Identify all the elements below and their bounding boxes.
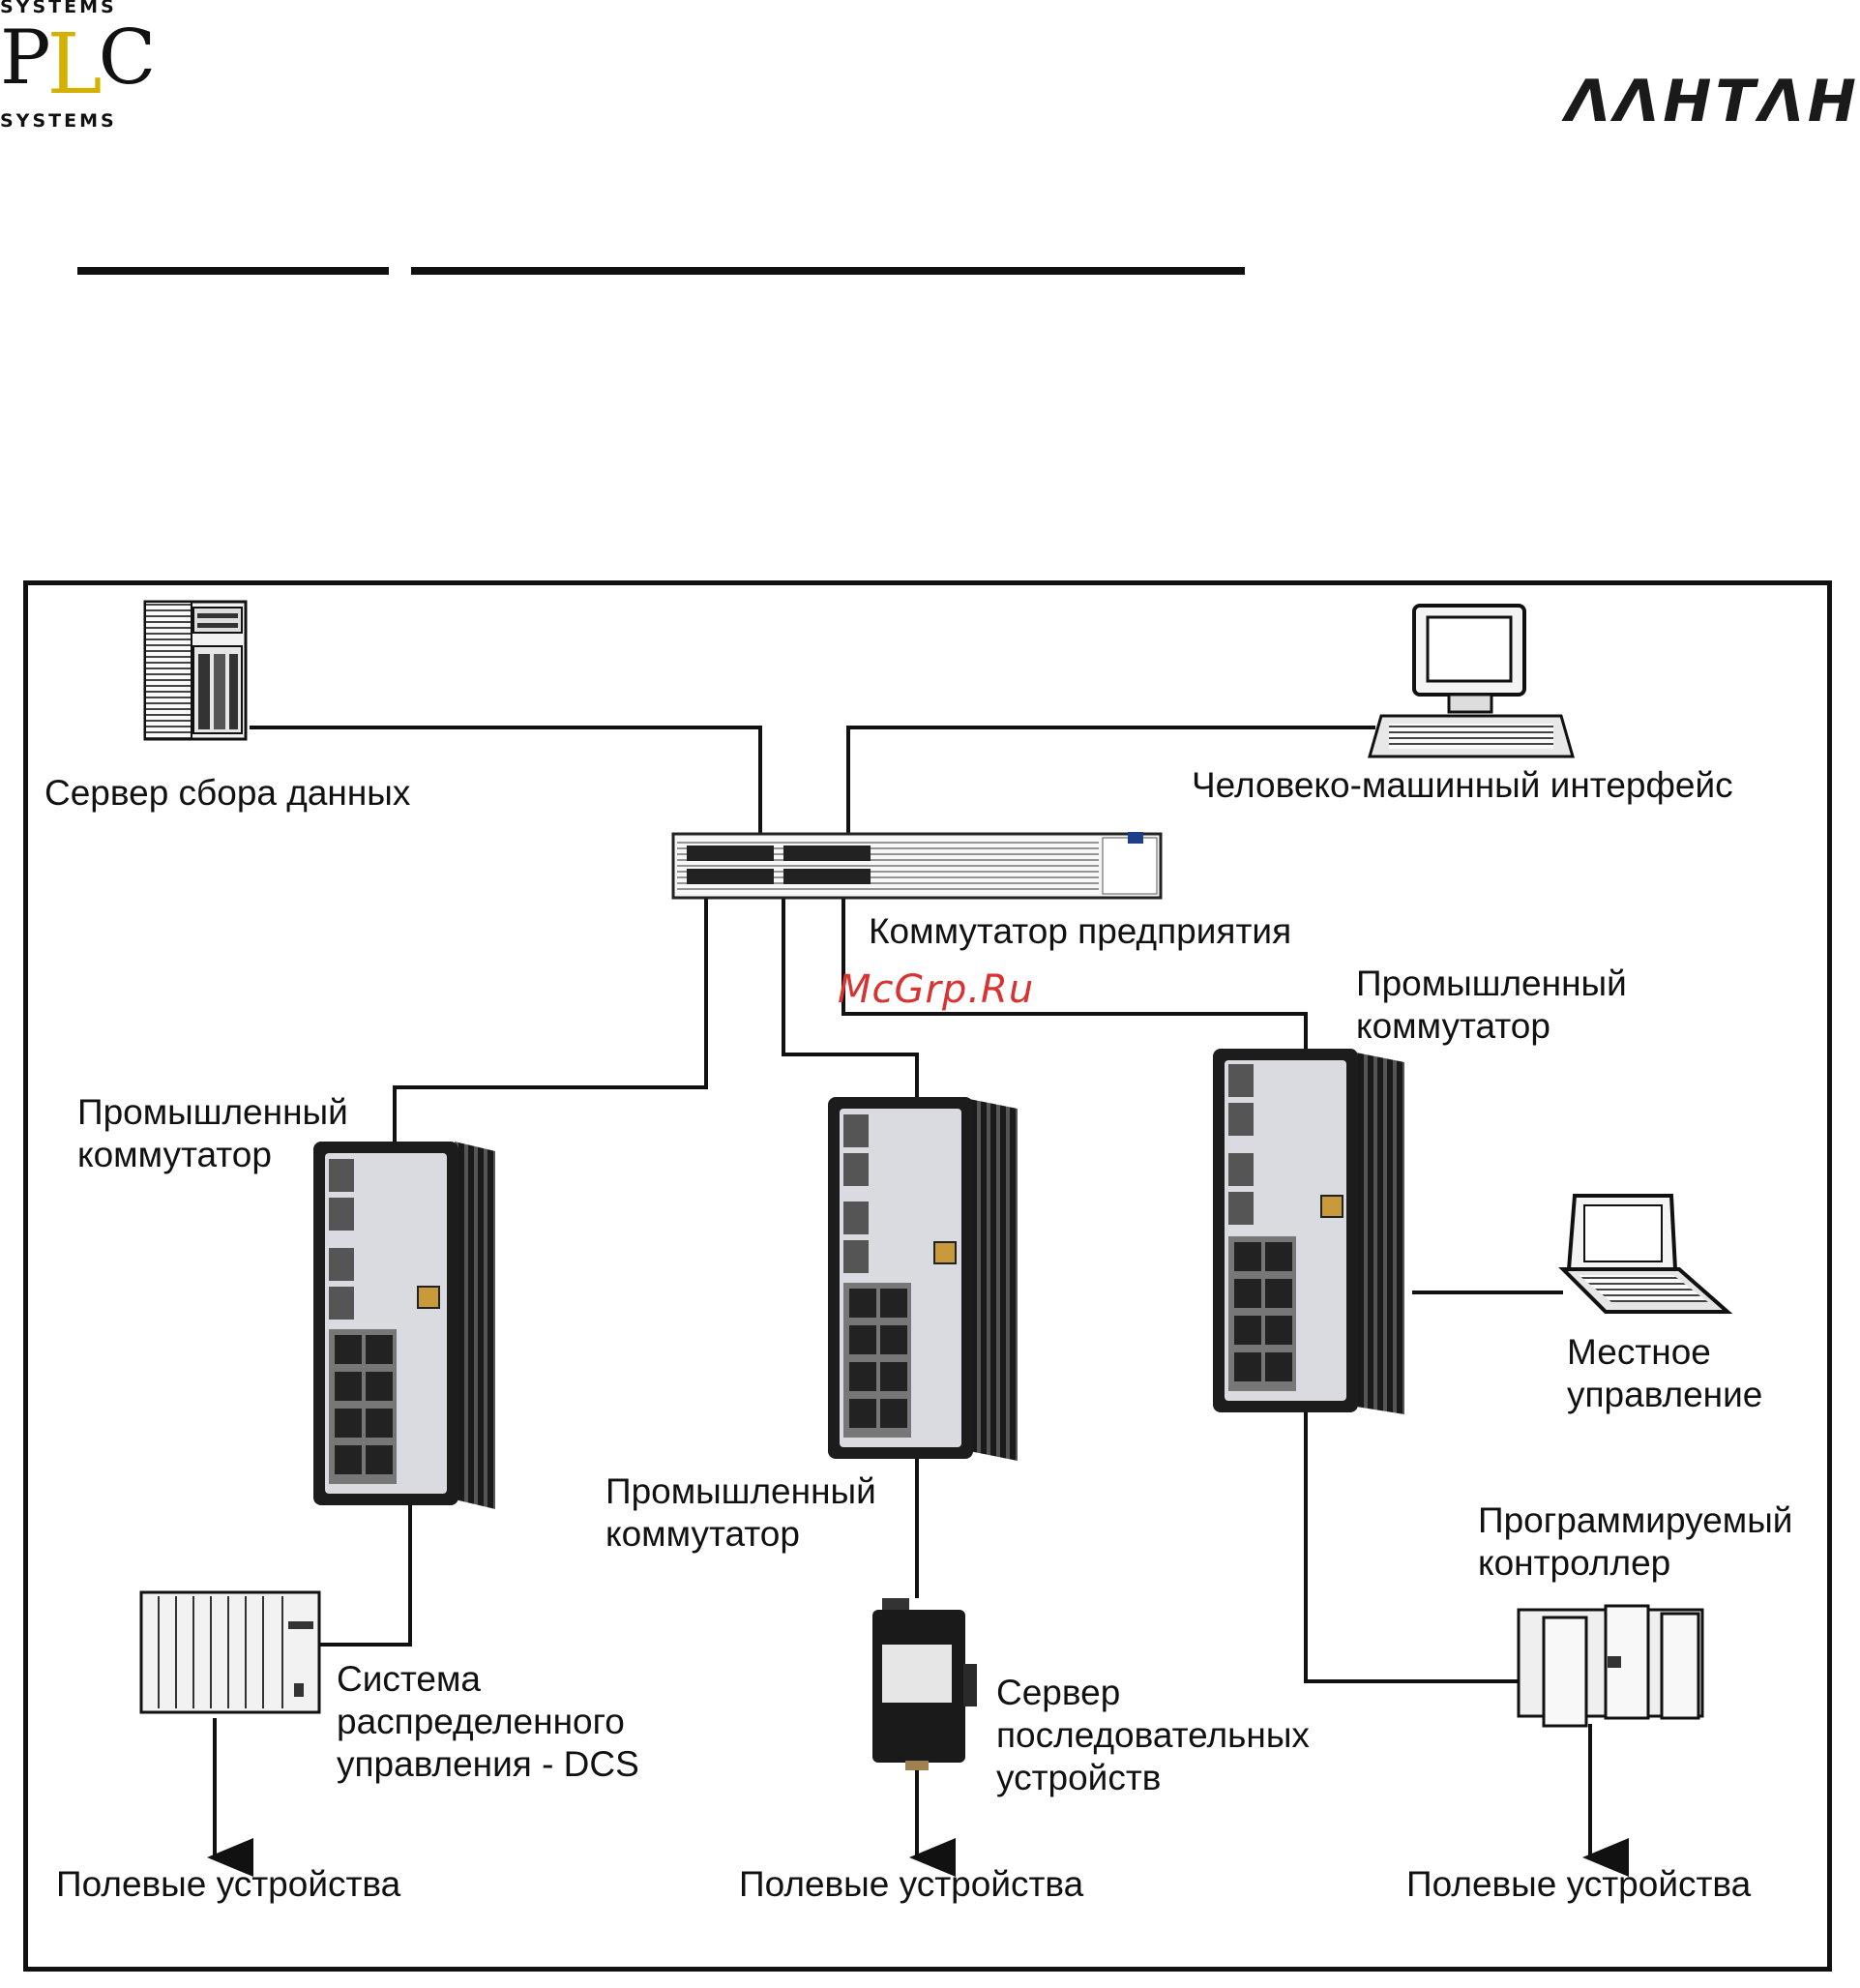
label-field-devices-left: Полевые устройства <box>56 1864 401 1904</box>
plc-letter-c: C <box>98 15 157 102</box>
label-dcs-line1: Система <box>337 1659 482 1699</box>
label-industrial-switch-left-line2: коммутатор <box>77 1135 272 1174</box>
label-dcs-line3: управления - DCS <box>337 1744 639 1784</box>
laptop-icon <box>1558 1194 1733 1314</box>
industrial-switch-right-icon <box>1213 1049 1404 1414</box>
plc-letter-p: P <box>0 15 51 102</box>
line-switch-to-left-industrial <box>393 898 708 1142</box>
plc-logo-letters: PLC <box>0 14 156 106</box>
plc-logo-bottom-text: SYSTEMS <box>0 110 117 132</box>
industrial-switch-center-icon <box>828 1097 1018 1461</box>
industrial-switch-left-icon <box>313 1142 495 1509</box>
label-plc-line1: Программируемый <box>1478 1500 1793 1540</box>
label-local-control-line1: Местное <box>1567 1332 1711 1372</box>
label-industrial-switch-left-line1: Промышленный <box>77 1092 348 1132</box>
label-plc-line2: контроллер <box>1478 1543 1671 1583</box>
watermark: McGrp.Ru <box>838 967 1035 1012</box>
label-enterprise-switch: Коммутатор предприятия <box>869 911 1292 951</box>
plc-controller-icon <box>1517 1604 1704 1728</box>
field-device-arrows <box>207 1718 1629 1877</box>
label-industrial-switch-right-line2: коммутатор <box>1356 1006 1550 1046</box>
label-industrial-switch-right-line1: Промышленный <box>1356 964 1627 1003</box>
label-field-devices-right: Полевые устройства <box>1406 1864 1752 1904</box>
line-left-industrial-to-dcs <box>319 1505 412 1647</box>
hmi-workstation-icon <box>1368 604 1575 758</box>
line-switch-to-center-industrial <box>782 898 919 1103</box>
connection-lines <box>250 726 1563 1683</box>
header-rule-long <box>411 267 1245 275</box>
plc-letter-l: L <box>46 16 103 113</box>
plc-logo-top-text: SYSTEMS <box>0 0 117 17</box>
data-server-icon <box>143 600 248 741</box>
label-data-server: Сервер сбора данных <box>44 773 411 813</box>
dcs-rack-icon <box>139 1590 321 1714</box>
lantan-logo: ΛΛΗΤΛΗ <box>1565 68 1860 135</box>
enterprise-switch-icon <box>671 832 1163 900</box>
line-data-server-to-switch <box>250 726 762 838</box>
label-serial-server-line1: Сервер <box>996 1673 1121 1712</box>
line-switch-to-right-industrial <box>841 898 1308 1054</box>
label-industrial-switch-center-line2: коммутатор <box>605 1514 800 1554</box>
header-rule-short <box>77 267 389 275</box>
label-hmi: Человеко-машинный интерфейс <box>1192 765 1733 805</box>
label-field-devices-center: Полевые устройства <box>739 1864 1084 1904</box>
label-serial-server-line3: устройств <box>996 1758 1162 1797</box>
line-right-industrial-to-plc <box>1304 1409 1520 1683</box>
label-dcs-line2: распределенного <box>337 1702 625 1741</box>
label-local-control-line2: управление <box>1567 1375 1763 1414</box>
line-hmi-to-switch <box>846 726 1375 838</box>
label-serial-server-line2: последовательных <box>996 1715 1310 1755</box>
plc-systems-logo: SYSTEMS PLC SYSTEMS <box>0 0 156 135</box>
serial-server-icon <box>872 1598 977 1770</box>
label-industrial-switch-center-line1: Промышленный <box>605 1471 876 1511</box>
diagram-frame <box>23 580 1832 1972</box>
